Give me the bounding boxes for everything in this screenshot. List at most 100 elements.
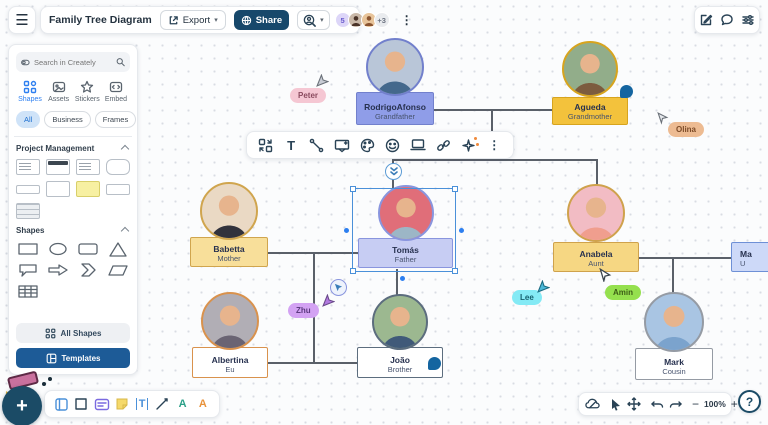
help-button[interactable]: ?	[738, 390, 761, 413]
rectangle-tool-icon[interactable]	[72, 395, 90, 413]
shape-thumbnail[interactable]	[16, 185, 40, 194]
redo-icon[interactable]	[669, 399, 682, 410]
text-tool-icon[interactable]: T	[287, 137, 296, 153]
connection-point[interactable]	[344, 228, 349, 233]
rounded-rectangle-shape[interactable]	[77, 241, 100, 257]
collaborator-label-amin: Amin	[605, 285, 641, 300]
shape-thumbnail[interactable]	[46, 181, 70, 197]
tree-node-rodrigoafonso[interactable]: RodrigoAfonso Grandfather	[356, 38, 434, 125]
sidebar-search[interactable]	[16, 52, 130, 72]
shape-thumbnail[interactable]	[46, 159, 70, 175]
connector-line[interactable]	[268, 362, 357, 364]
shape-swap-icon[interactable]	[256, 135, 276, 155]
zoom-in-button[interactable]: +	[730, 397, 738, 411]
speech-bubble-shape[interactable]	[16, 262, 39, 278]
filter-all[interactable]: All	[16, 111, 41, 128]
link-icon[interactable]	[433, 135, 453, 155]
collapse-branch-button[interactable]	[385, 163, 402, 180]
quick-draw-toolbar: T A A	[44, 390, 220, 418]
connector-tool-icon[interactable]	[306, 135, 326, 155]
tree-node-anabela[interactable]: Anabela Aunt	[553, 184, 639, 272]
more-options-icon[interactable]: ⋮	[488, 138, 501, 152]
settings-sliders-icon[interactable]	[741, 13, 755, 27]
avatar-overflow: +3	[373, 12, 390, 28]
frame-add-icon[interactable]	[332, 135, 352, 155]
share-button[interactable]: Share	[233, 10, 290, 30]
plus-icon: +	[16, 394, 28, 417]
section-shapes[interactable]: Shapes	[16, 226, 130, 235]
image-icon	[52, 81, 65, 93]
sticky-note-tool-icon[interactable]	[113, 395, 131, 413]
edit-icon[interactable]	[699, 13, 713, 27]
device-embed-icon[interactable]	[408, 135, 428, 155]
tree-node-agueda[interactable]: Agueda Grandmother	[552, 41, 628, 125]
undo-icon[interactable]	[651, 399, 664, 410]
comment-indicator[interactable]	[620, 85, 633, 98]
resize-handle[interactable]	[350, 268, 356, 274]
card-tool-icon[interactable]	[93, 395, 111, 413]
tree-node-mark[interactable]: Mark Cousin	[635, 292, 713, 380]
parallelogram-shape[interactable]	[107, 262, 130, 278]
connector-line[interactable]	[393, 159, 597, 161]
arrow-shape[interactable]	[46, 262, 69, 278]
shape-thumbnail[interactable]	[76, 181, 100, 197]
shape-thumbnail[interactable]	[106, 184, 130, 195]
tree-node-uncle[interactable]: Ma U	[731, 183, 768, 272]
export-button[interactable]: Export ▾	[159, 10, 226, 30]
tab-embed[interactable]: Embed	[102, 80, 130, 103]
section-project-management[interactable]: Project Management	[16, 144, 130, 153]
node-relation: U	[740, 259, 746, 268]
hamburger-menu-button[interactable]: ☰	[8, 6, 36, 34]
pen-a-tool-icon[interactable]: A	[178, 398, 187, 410]
present-button[interactable]: ▾	[297, 10, 330, 30]
collaborator-avatars[interactable]: 5 +3	[334, 12, 390, 28]
resize-handle[interactable]	[350, 186, 356, 192]
tree-node-albertina[interactable]: Albertina Eu	[192, 292, 268, 378]
templates-button[interactable]: Templates	[16, 348, 130, 368]
line-tool-icon[interactable]	[153, 395, 171, 413]
tree-node-tomas[interactable]: Tomás Father	[358, 185, 453, 268]
frame-tool-icon[interactable]	[52, 395, 70, 413]
connection-point[interactable]	[400, 276, 405, 281]
tab-shapes[interactable]: Shapes	[16, 80, 44, 103]
filter-business[interactable]: Business	[44, 111, 91, 128]
shape-thumbnail[interactable]	[16, 159, 40, 175]
ellipse-shape[interactable]	[46, 241, 69, 257]
tab-assets[interactable]: Assets	[45, 80, 73, 103]
all-shapes-button[interactable]: All Shapes	[16, 323, 130, 343]
filter-frames[interactable]: Frames	[94, 111, 137, 128]
connector-line[interactable]	[596, 159, 598, 189]
connection-point[interactable]	[459, 228, 464, 233]
chevron-shape[interactable]	[77, 262, 100, 278]
emoji-icon[interactable]	[383, 135, 403, 155]
shape-thumbnail[interactable]	[106, 159, 130, 175]
zoom-out-button[interactable]: −	[692, 397, 700, 411]
connector-line[interactable]	[639, 257, 731, 259]
search-input[interactable]	[34, 57, 112, 67]
highlighter-a-tool-icon[interactable]: A	[198, 398, 207, 410]
tab-stickers[interactable]: Stickers	[73, 80, 101, 103]
node-name: RodrigoAfonso	[364, 101, 426, 112]
shape-thumbnail[interactable]	[16, 203, 40, 219]
tree-node-joao[interactable]: João Brother	[357, 294, 443, 378]
connector-line[interactable]	[434, 109, 552, 111]
comment-indicator[interactable]	[428, 357, 441, 370]
select-cursor-icon[interactable]	[610, 398, 622, 411]
pan-tool-icon[interactable]	[627, 397, 641, 411]
resize-handle[interactable]	[452, 268, 458, 274]
shape-thumbnail[interactable]	[76, 159, 100, 175]
text-box-tool-icon[interactable]: T	[133, 395, 151, 413]
table-shape[interactable]	[16, 283, 39, 299]
comment-icon[interactable]	[720, 13, 734, 27]
search-toggle-icon[interactable]	[21, 59, 30, 66]
tree-node-babetta[interactable]: Babetta Mother	[190, 182, 268, 267]
node-relation: Father	[394, 255, 417, 264]
ai-sparkle-icon[interactable]	[459, 135, 479, 155]
add-shape-button[interactable]: +	[2, 386, 42, 425]
triangle-shape[interactable]	[107, 241, 130, 257]
color-palette-icon[interactable]	[357, 135, 377, 155]
more-options-button[interactable]: ⋮	[400, 13, 413, 27]
rectangle-shape[interactable]	[16, 241, 39, 257]
zoom-level[interactable]: 100%	[704, 399, 726, 409]
sync-cloud-icon[interactable]	[585, 398, 600, 410]
